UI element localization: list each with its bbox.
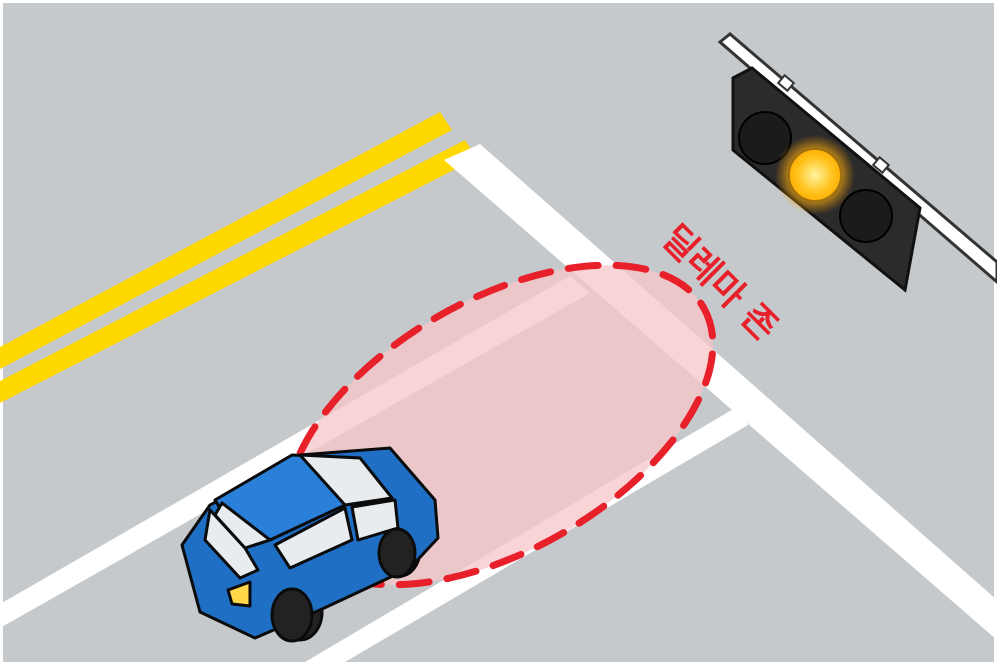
signal-lamp-right xyxy=(840,190,892,242)
